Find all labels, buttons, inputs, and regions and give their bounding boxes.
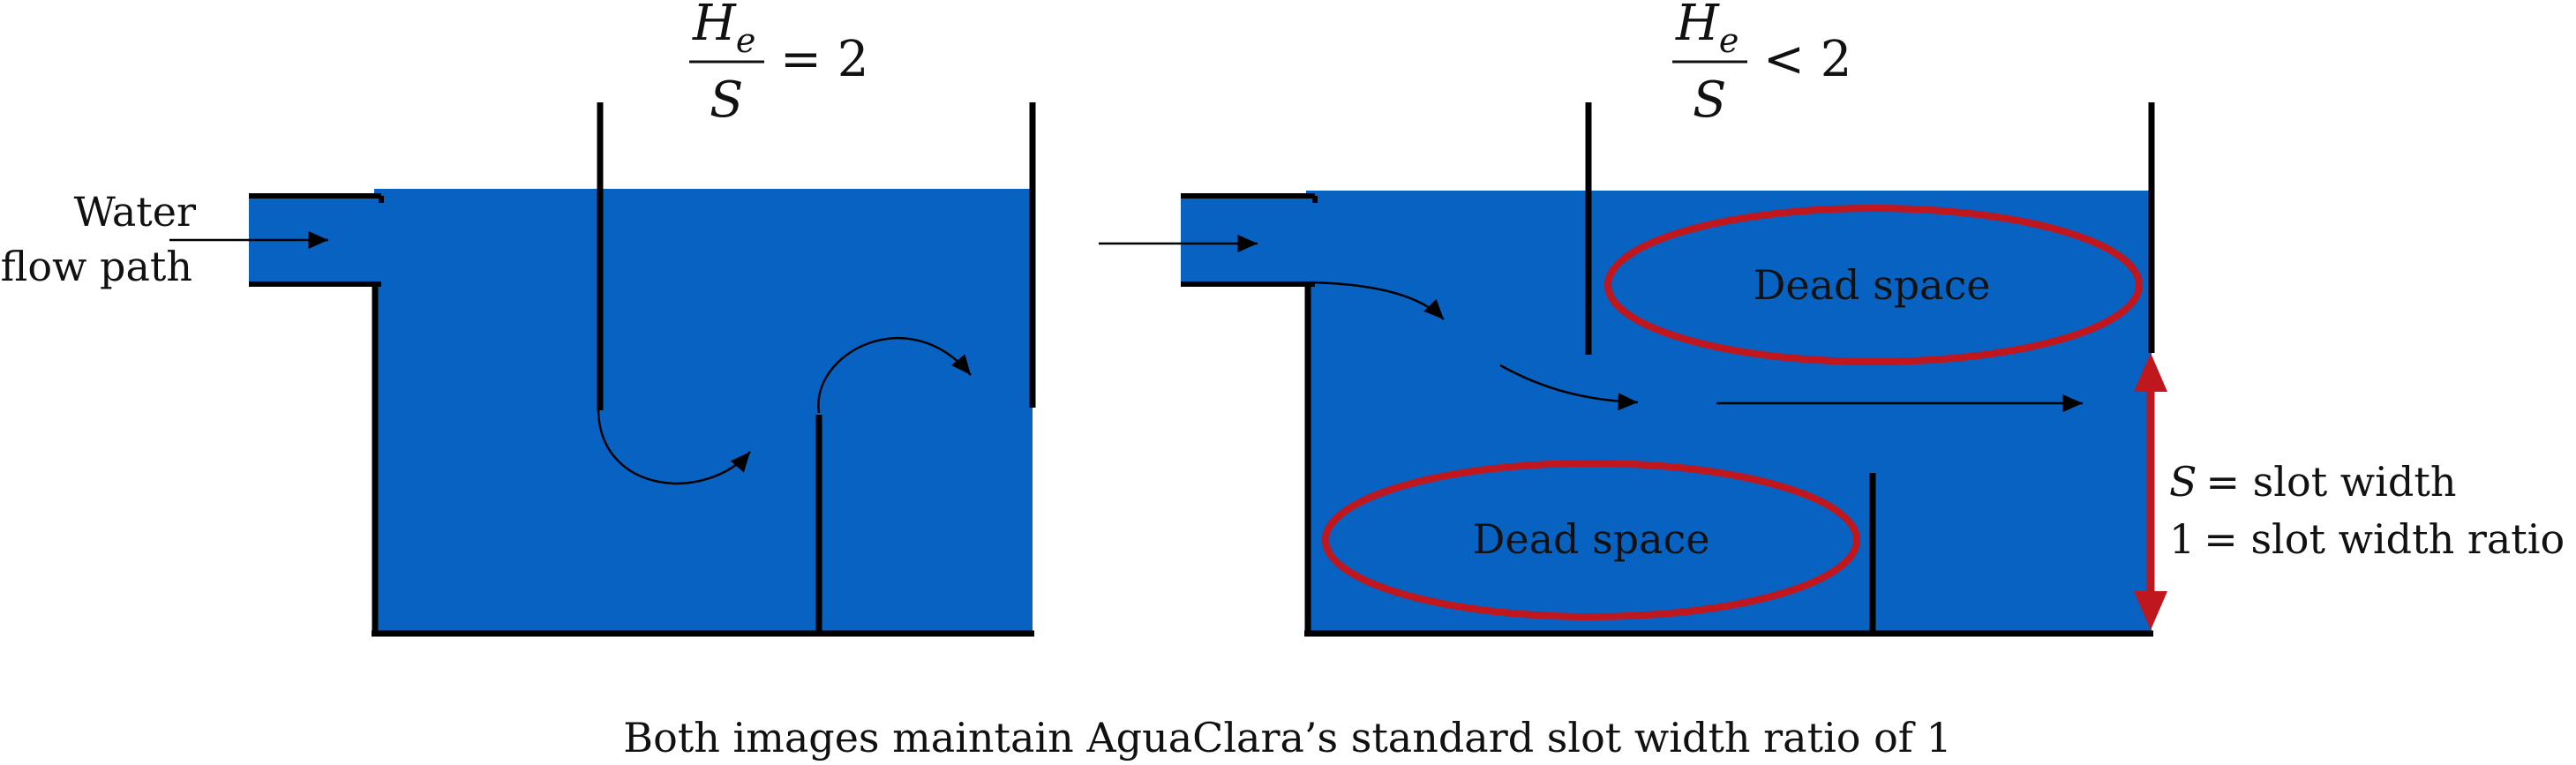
- right-basin-water: [1306, 191, 2152, 632]
- left-basin-water: [374, 189, 1033, 632]
- dead-space-upper-ellipse: [1604, 205, 2143, 365]
- right-inlet-water: [1181, 196, 1315, 284]
- right-ratio-denominator: S: [1693, 71, 1726, 129]
- dead-space-lower-label: Dead space: [1472, 515, 1709, 563]
- left-panel: Water flow path He S = 2: [1, 0, 1036, 637]
- right-flow-arrow-1: [1310, 281, 1445, 320]
- slot-width-label: S= slot width: [2169, 458, 2456, 506]
- left-ratio-numerator: He: [692, 0, 755, 60]
- slot-width-arrow: [2134, 353, 2167, 630]
- inlet-label-line2: flow path: [1, 243, 192, 290]
- figure-caption: Both images maintain AguaClara’s standar…: [623, 714, 1951, 761]
- dead-space-lower-ellipse: [1322, 460, 1860, 620]
- inlet-label-line1: Water: [74, 188, 196, 236]
- left-flow-arrow-under-baffle: [597, 409, 751, 485]
- left-ratio-denominator: S: [710, 71, 743, 129]
- left-flow-arrow-over-baffle: [817, 337, 972, 414]
- left-ratio-relation: = 2: [780, 31, 868, 88]
- right-ratio-label: He S < 2: [1672, 0, 1851, 129]
- right-flow-arrow-2: [1499, 364, 1639, 411]
- dead-space-upper-label: Dead space: [1753, 261, 1990, 309]
- left-ratio-label: He S = 2: [689, 0, 868, 129]
- right-panel: Dead space Dead space S= slot width 1= s…: [1099, 0, 2565, 637]
- right-ratio-relation: < 2: [1763, 31, 1851, 88]
- right-ratio-numerator: He: [1675, 0, 1739, 60]
- slot-width-ratio-label: 1= slot width ratio: [2169, 515, 2565, 563]
